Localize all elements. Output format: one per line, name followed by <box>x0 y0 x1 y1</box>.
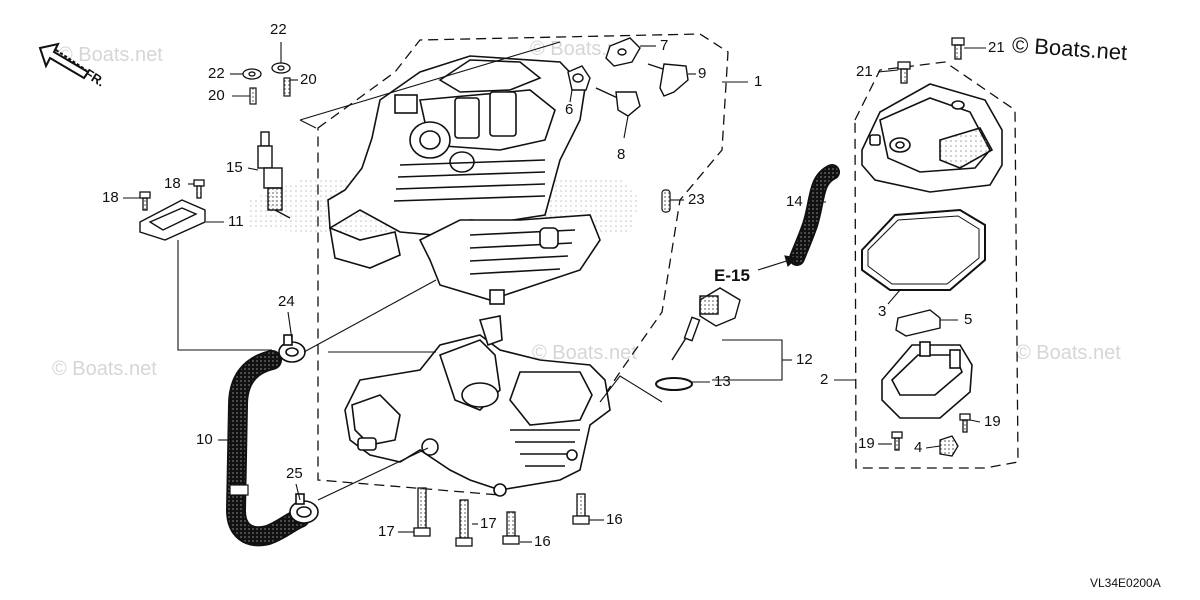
reference-e15-label: E-15 <box>714 266 750 285</box>
callout-5: 5 <box>964 311 973 328</box>
breather-hose <box>225 350 310 547</box>
callout-20b: 20 <box>300 71 317 88</box>
bolt-21a <box>897 61 911 84</box>
cylinder-head <box>327 55 601 305</box>
stud-20b <box>283 77 291 97</box>
filter-element-5 <box>895 309 941 337</box>
callout-24: 24 <box>278 293 295 310</box>
grommet-4 <box>939 435 959 457</box>
bolt-18b <box>193 179 205 199</box>
callout-17b: 17 <box>480 515 497 532</box>
leader-lines <box>123 41 986 543</box>
callout-19a: 19 <box>858 435 875 452</box>
bolt-18a <box>139 191 151 211</box>
rocker-shaft-8 <box>595 87 641 117</box>
o-ring-13 <box>655 377 693 391</box>
callout-3: 3 <box>878 303 887 320</box>
callout-20a: 20 <box>208 87 225 104</box>
valve-cover-hose <box>789 164 840 266</box>
bolt-17b <box>455 499 473 547</box>
callout-22a: 22 <box>208 65 225 82</box>
front-direction-arrow-icon <box>38 42 90 80</box>
callout-9: 9 <box>698 65 707 82</box>
callout-17a: 17 <box>378 523 395 540</box>
cover-plate-11 <box>139 199 206 241</box>
watermark-mid-right: © Boats.net <box>1016 342 1121 364</box>
bolt-19b <box>959 413 971 433</box>
assembly-outline-2 <box>854 61 1019 469</box>
callout-18a: 18 <box>102 189 119 206</box>
callout-11: 11 <box>228 213 244 230</box>
nut-22b <box>271 62 291 74</box>
callout-18b: 18 <box>164 175 181 192</box>
callout-8: 8 <box>617 146 626 163</box>
callout-1: 1 <box>754 73 763 90</box>
callout-21a: 21 <box>856 63 873 80</box>
dowel-pin-23 <box>661 189 671 213</box>
callout-19b: 19 <box>984 413 1001 430</box>
watermark-mid-center: © Boats.net <box>532 342 637 364</box>
spark-plug <box>257 131 291 219</box>
hose-clamp-24 <box>278 334 306 363</box>
callout-25: 25 <box>286 465 303 482</box>
oil-dipstick <box>671 287 741 361</box>
crankcase-oil-pan <box>344 315 611 497</box>
bolt-16b <box>572 493 590 525</box>
rocker-arm-7 <box>605 37 641 67</box>
callout-14: 14 <box>786 193 803 210</box>
callout-15: 15 <box>226 159 243 176</box>
rocker-arm-9 <box>647 63 689 97</box>
bolt-17a <box>413 487 431 537</box>
callout-13: 13 <box>714 373 731 390</box>
callout-7: 7 <box>660 37 669 54</box>
bolt-16a <box>502 511 520 545</box>
callout-21b: 21 <box>988 39 1005 56</box>
watermark-mid-left: © Boats.net <box>52 358 157 380</box>
callout-16a: 16 <box>534 533 551 550</box>
hose-clamp-25 <box>289 493 319 524</box>
callout-10: 10 <box>196 431 213 448</box>
callout-6: 6 <box>565 101 574 118</box>
bolt-19a <box>891 431 903 451</box>
callout-4: 4 <box>914 439 923 456</box>
callout-23: 23 <box>688 191 705 208</box>
watermark-top-left: © Boats.net <box>58 44 163 66</box>
callout-22b: 22 <box>270 21 287 38</box>
rocker-part-6 <box>567 65 591 91</box>
valve-cover-gasket <box>861 208 986 291</box>
valve-cover <box>861 83 1003 193</box>
bolt-21b <box>951 37 965 60</box>
callout-12: 12 <box>796 351 813 368</box>
stud-20a <box>249 87 257 105</box>
nut-22a <box>242 68 262 80</box>
callout-16b: 16 <box>606 511 623 528</box>
breather-case <box>881 341 973 419</box>
callout-2: 2 <box>820 371 829 388</box>
diagram-code: VL34E0200A <box>1090 576 1161 590</box>
